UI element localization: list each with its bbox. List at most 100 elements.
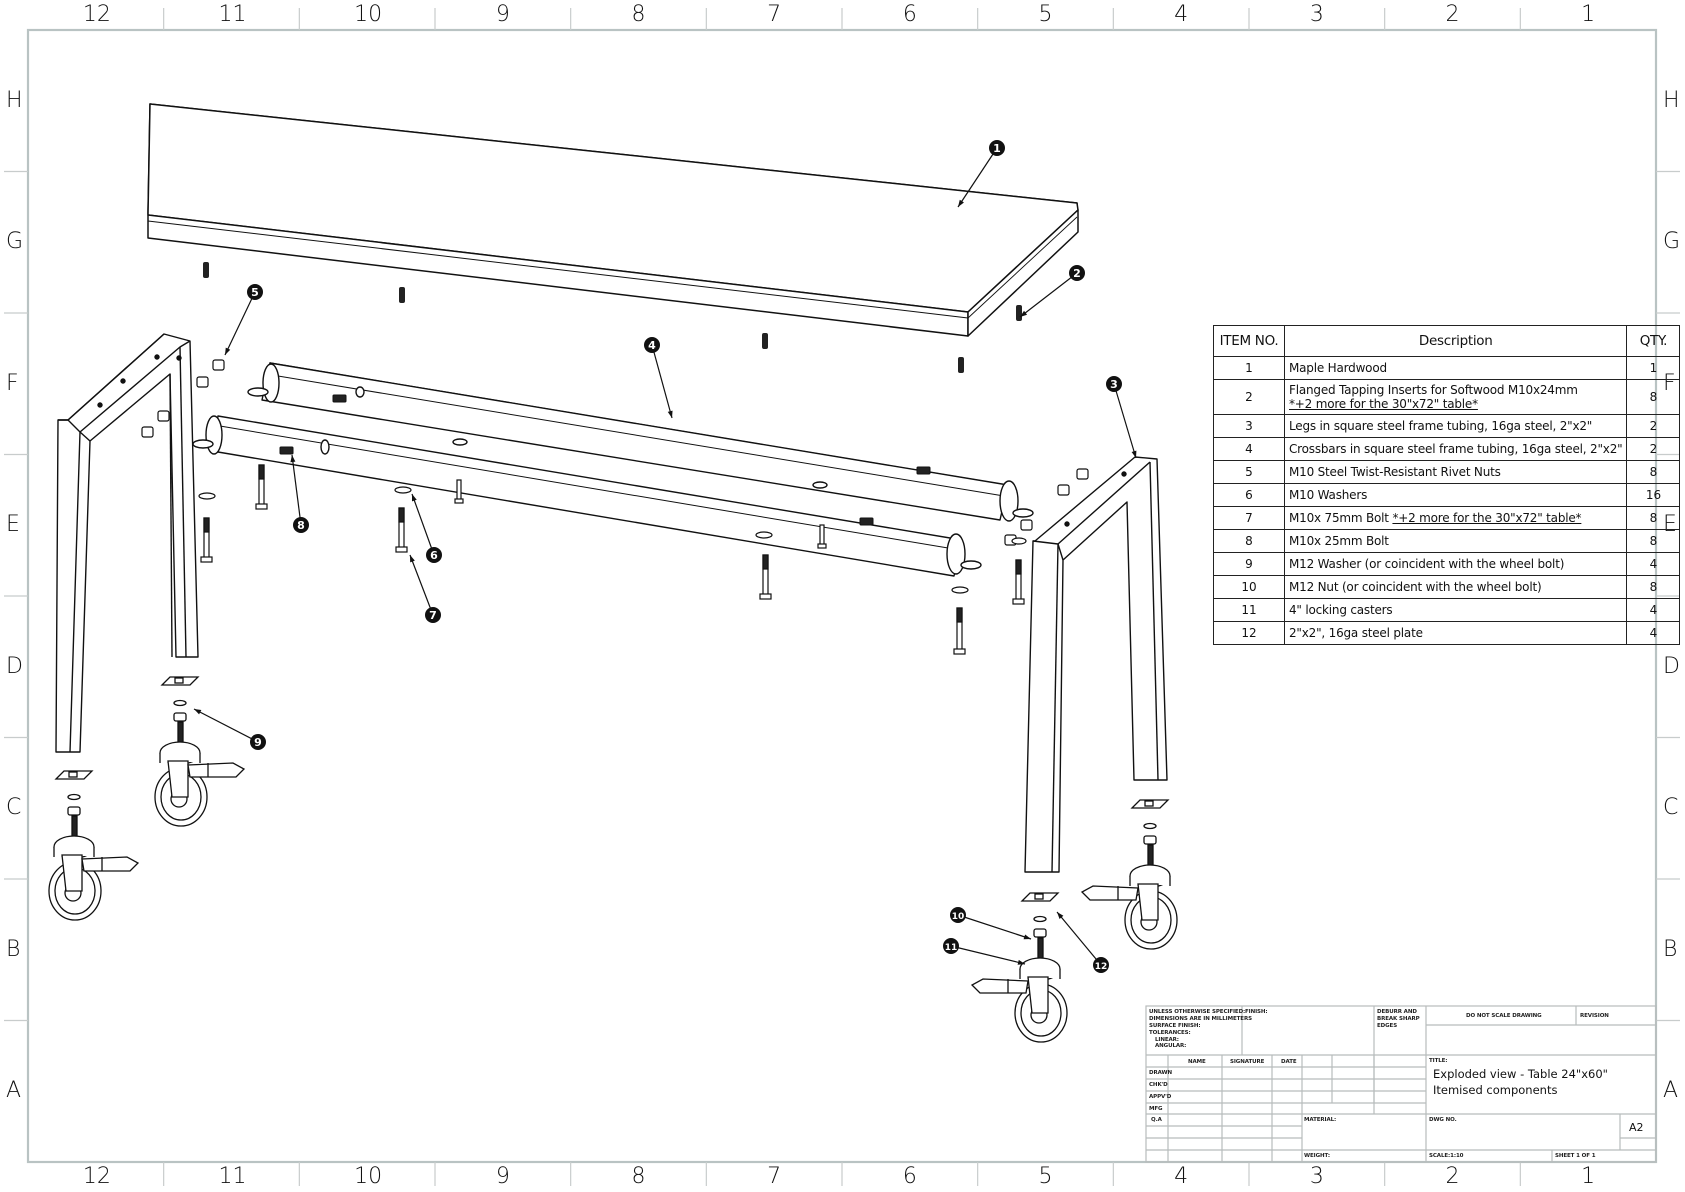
leader-line [291,454,302,526]
bom-qty: 8 [1626,460,1681,484]
callout-number: 3 [1110,378,1118,391]
threaded-stem [1037,937,1044,961]
revision-label: REVISION [1580,1013,1609,1019]
callout-number: 5 [251,286,259,299]
column-label-bottom: 4 [1174,1164,1189,1189]
plate-nut [1034,893,1044,900]
arrowhead [1131,450,1137,458]
fork [1027,976,1049,1014]
column-label-bottom: 6 [902,1164,917,1189]
brake-pedal [1080,885,1139,901]
bom-description-text: M12 Nut (or coincident with the wheel bo… [1289,580,1542,594]
bom-description-text: M10x 25mm Bolt [1289,534,1389,548]
callout-balloon-8: 8 [293,517,309,533]
bom-description: M10x 75mm Bolt *+2 more for the 30"x72" … [1283,506,1628,530]
column-label-top: 5 [1038,2,1053,27]
nut [173,712,187,722]
bom-header-qty: QTY. [1626,325,1681,357]
bom-description-text: M10x 75mm Bolt [1289,511,1393,525]
bom-item-no: 8 [1213,529,1285,553]
long-bolts [198,464,1025,655]
callout-balloon-11: 11 [943,938,959,954]
row-label-left: E [6,512,20,538]
bom-description-text: 2"x2", 16ga steel plate [1289,626,1423,640]
plate-nut [68,771,78,778]
row-label-right: H [1663,87,1680,113]
spec-line: LINEAR: [1155,1036,1179,1043]
callout-balloon-6: 6 [426,547,442,563]
deburr-line: BREAK SHARP [1377,1015,1420,1022]
arrowhead [1017,959,1025,965]
bom-qty: 2 [1626,414,1681,438]
bom-description: 4" locking casters [1283,598,1628,622]
column-label-top: 10 [354,2,383,27]
date-header: DATE [1281,1059,1297,1065]
callout-balloon-1: 1 [989,140,1005,156]
bom-description-text: Crossbars in square steel frame tubing, … [1289,442,1623,456]
row-label-right: C [1663,795,1679,821]
bom-description: Crossbars in square steel frame tubing, … [1283,437,1628,461]
callout-balloon-10: 10 [950,907,966,923]
name-header: NAME [1188,1059,1206,1065]
bom-item-no: 4 [1213,437,1285,461]
bom-description-text: M10 Steel Twist-Resistant Rivet Nuts [1289,465,1501,479]
row-label-left: H [6,87,23,113]
spec-line: ANGULAR: [1155,1043,1187,1050]
callout-balloon-12: 12 [1093,957,1109,973]
bom-description-text: Maple Hardwood [1289,361,1387,375]
column-label-top: 11 [218,2,247,27]
row-label-drawn: DRAWN [1149,1070,1172,1076]
row-label-right: G [1663,229,1681,255]
row-label-right: D [1663,653,1680,679]
tapping-inserts [203,262,1022,373]
material-label: MATERIAL: [1304,1117,1337,1123]
nut [1143,835,1157,845]
dwg-no-label: DWG NO. [1429,1117,1457,1123]
bom-qty: 4 [1626,552,1681,576]
column-label-bottom: 3 [1309,1164,1324,1189]
spec-line: TOLERANCES: [1149,1029,1191,1036]
deburr-note: DEBURR AND BREAK SHARP EDGES [1377,1009,1420,1030]
drawing-title-line-2: Itemised components [1433,1083,1558,1098]
bom-item-no: 12 [1213,621,1285,645]
bom-item-no: 1 [1213,356,1285,380]
brake-pedal [81,856,140,872]
bom-description: M10 Washers [1283,483,1628,507]
callout-balloon-5: 5 [247,284,263,300]
row-label-left: C [6,795,22,821]
bom-description-text: Flanged Tapping Inserts for Softwood M10… [1289,383,1578,397]
bom-header-row: ITEM NO. Description QTY. [1213,325,1681,357]
column-label-top: 8 [631,2,646,27]
leader-line [193,708,259,743]
plate-nut [1144,800,1154,807]
left-leg [55,333,199,753]
bom-description-text: M12 Washer (or coincident with the wheel… [1289,557,1565,571]
fork [1137,883,1159,921]
column-label-top: 4 [1174,2,1189,27]
leader-line [411,493,435,556]
spec-line: SURFACE FINISH: [1149,1022,1201,1029]
bom-description: Legs in square steel frame tubing, 16ga … [1283,414,1628,438]
callout-balloon-4: 4 [644,337,660,353]
column-label-top: 6 [902,2,917,27]
scale-label: SCALE:1:10 [1429,1153,1464,1159]
bom-description: M10 Steel Twist-Resistant Rivet Nuts [1283,460,1628,484]
bom-description-text: 4" locking casters [1289,603,1393,617]
washer [67,793,81,801]
callout-number: 7 [429,609,437,622]
washer [173,699,187,707]
bom-note: *+2 more for the 30"x72" table* [1289,397,1478,411]
arrowhead [410,555,415,563]
bom-item-no: 10 [1213,575,1285,599]
bom-description: Maple Hardwood [1283,356,1628,380]
deburr-line: EDGES [1377,1022,1398,1029]
drawing-title-line-1: Exploded view - Table 24"x60" [1433,1067,1608,1081]
row-label-right: A [1663,1078,1679,1104]
column-label-bottom: 8 [631,1164,646,1189]
do-not-scale-label: DO NOT SCALE DRAWING [1466,1013,1542,1019]
leader-line [409,554,434,616]
arrowhead [290,455,296,463]
column-label-bottom: 2 [1445,1164,1460,1189]
